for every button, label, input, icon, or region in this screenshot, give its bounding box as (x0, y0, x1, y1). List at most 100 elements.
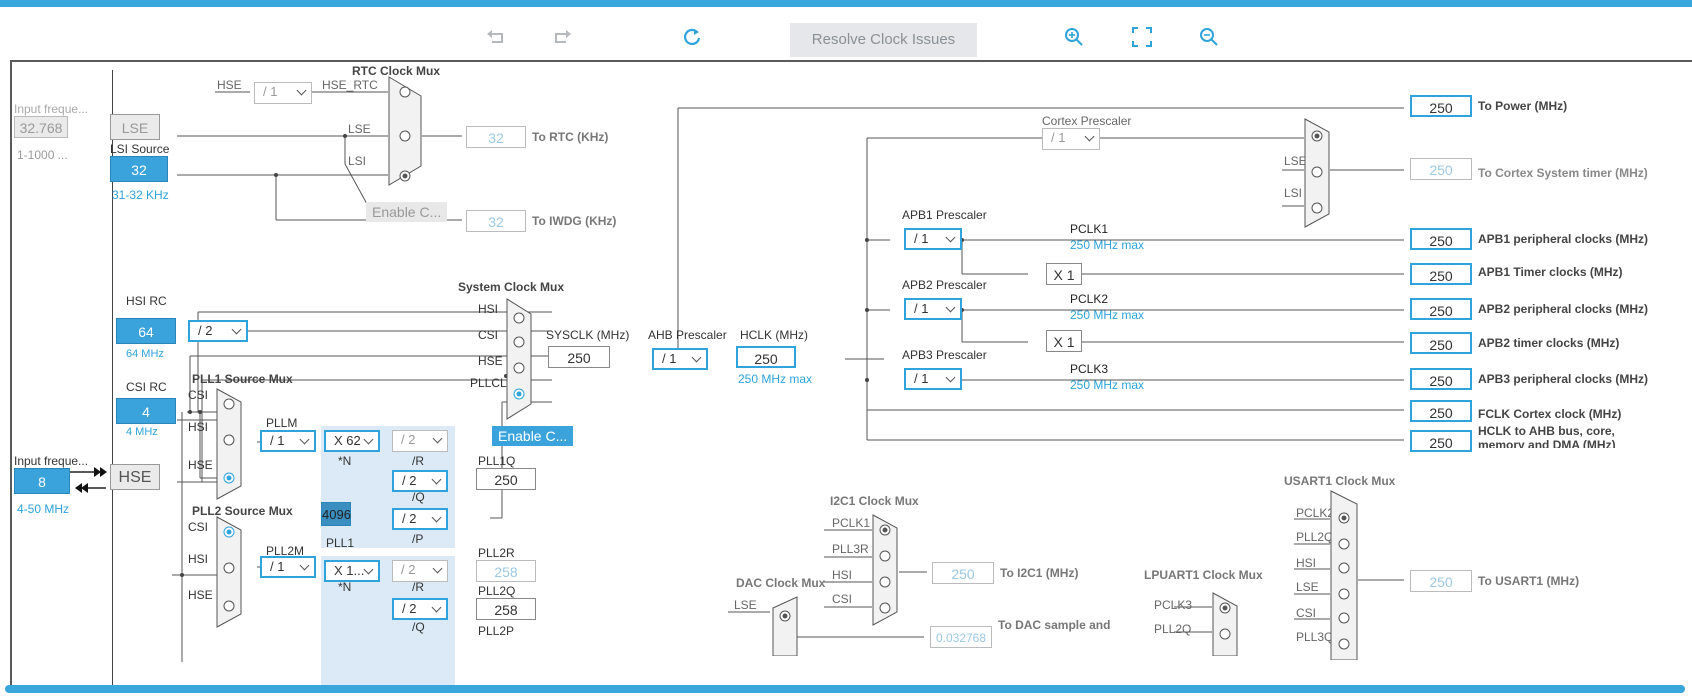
sysclk-enable-button[interactable]: Enable C... (492, 426, 574, 446)
rtc-hse-rtc-label: HSE_RTC (322, 78, 378, 92)
usart1-in-csi: CSI (1296, 606, 1317, 620)
i2c1-in-csi: CSI (832, 592, 853, 606)
pllm-label: PLLM (266, 416, 298, 430)
pll2-source-mux[interactable] (216, 516, 242, 628)
csi-source[interactable]: 4 (116, 398, 176, 424)
power-value[interactable]: 250 (1410, 95, 1472, 117)
hse-bidirectional-arrows (70, 467, 107, 493)
pll1-hse-label: HSE (188, 458, 213, 472)
iwdg-output-label: To IWDG (KHz) (532, 214, 617, 228)
hclk-value[interactable]: 250 (736, 346, 796, 368)
i2c1-in-pll3r: PLL3R (832, 542, 869, 556)
lse-source[interactable]: LSE (110, 114, 160, 140)
lpuart1-clock-mux[interactable] (1212, 592, 1238, 656)
top-accent-bar (0, 0, 1692, 7)
rtc-hse-divider[interactable]: / 1 (254, 82, 312, 104)
pll1-q-divider[interactable]: / 2 (392, 470, 448, 492)
lsi-source[interactable]: 32 (110, 156, 168, 182)
apb3-prescaler[interactable]: / 1 (904, 368, 962, 390)
sysmux-csi-label: CSI (478, 328, 499, 342)
apb2-timer-value[interactable]: 250 (1410, 332, 1472, 354)
pll2q-label: PLL2Q (478, 584, 516, 598)
pll2-hsi-label: HSI (188, 552, 209, 566)
pclk3-max-label: 250 MHz max (1070, 378, 1145, 392)
fclk-value[interactable]: 250 (1410, 400, 1472, 422)
power-label: To Power (MHz) (1478, 99, 1568, 113)
rtc-output-label: To RTC (KHz) (532, 130, 609, 144)
hse-source[interactable]: HSE (110, 464, 160, 490)
pll2-q-label: /Q (412, 620, 425, 634)
horizontal-scrollbar[interactable] (0, 685, 1692, 698)
resolve-clock-issues-button[interactable]: Resolve Clock Issues (790, 23, 977, 57)
lsi-source-label: LSI Source (110, 142, 170, 156)
pll1-fractional-field[interactable]: 4096 (321, 502, 351, 526)
apb1-peripheral-value[interactable]: 250 (1410, 228, 1472, 250)
pll1-source-mux[interactable] (216, 388, 242, 500)
cortex-lsi-label: LSI (1284, 186, 1303, 200)
pll2-r-divider[interactable]: / 2 (392, 560, 448, 582)
refresh-icon[interactable] (678, 23, 706, 51)
pll2-source-mux-title: PLL2 Source Mux (192, 504, 293, 518)
hclk-label: HCLK (MHz) (740, 328, 808, 342)
i2c1-output-label: To I2C1 (MHz) (1000, 566, 1079, 580)
pll1-r-divider[interactable]: / 2 (392, 430, 448, 452)
i2c1-clock-mux[interactable] (872, 514, 898, 626)
ahb-prescaler[interactable]: / 1 (652, 348, 708, 370)
pll2p-label: PLL2P (478, 624, 515, 638)
hclk-ahb-value[interactable]: 250 (1410, 430, 1472, 452)
sysmux-hsi-label: HSI (478, 302, 499, 316)
dac-output-value: 0.032768 (930, 626, 992, 648)
undo-icon[interactable] (482, 23, 510, 51)
pll1-p-divider[interactable]: / 2 (392, 508, 448, 530)
dac-output-label: To DAC sample and (998, 618, 1111, 632)
usart1-output-value: 250 (1410, 570, 1472, 592)
zoom-in-icon[interactable] (1060, 23, 1088, 51)
apb2-prescaler[interactable]: / 1 (904, 298, 962, 320)
apb1-timer-value[interactable]: 250 (1410, 263, 1472, 285)
zoom-out-icon[interactable] (1195, 23, 1223, 51)
hclk-max-label: 250 MHz max (738, 372, 813, 386)
cortex-prescaler[interactable]: / 1 (1042, 128, 1100, 150)
horizontal-scrollbar-thumb[interactable] (5, 685, 1685, 693)
pclk1-max-label: 250 MHz max (1070, 238, 1145, 252)
usart1-clock-mux[interactable] (1330, 490, 1358, 660)
rtc-clock-mux[interactable] (388, 76, 422, 186)
cortex-prescaler-label: Cortex Prescaler (1042, 114, 1132, 128)
hsi-source[interactable]: 64 (116, 318, 176, 344)
lpuart1-in-pclk3: PCLK3 (1154, 598, 1193, 612)
cortex-timer-mux[interactable] (1304, 118, 1330, 228)
usart1-mux-title: USART1 Clock Mux (1284, 474, 1396, 488)
pll1q-label: PLL1Q (478, 454, 516, 468)
clock-tree-canvas[interactable]: Input freque... 32.768 1-1000 ... LSE LS… (10, 60, 1692, 687)
pll1-n-multiplier[interactable]: X 62 (324, 430, 380, 452)
hsi-divider[interactable]: / 2 (188, 320, 248, 342)
lse-input-field[interactable]: 32.768 (14, 116, 68, 138)
system-clock-mux[interactable] (506, 298, 532, 420)
hse-input-field[interactable]: 8 (14, 468, 70, 494)
fit-screen-icon[interactable] (1128, 23, 1156, 51)
usart1-output-label: To USART1 (MHz) (1478, 574, 1580, 588)
lse-input-label: Input freque... (14, 102, 89, 116)
apb3-peripheral-value[interactable]: 250 (1410, 368, 1472, 390)
pll2-r-label: /R (412, 580, 424, 594)
hclk-ahb-label-line1: HCLK to AHB bus, core, (1478, 424, 1615, 438)
apb1-prescaler[interactable]: / 1 (904, 228, 962, 250)
cortex-lse-label: LSE (1284, 154, 1307, 168)
pll2-n-multiplier[interactable]: X 1... (324, 560, 380, 582)
apb1-prescaler-label: APB1 Prescaler (902, 208, 987, 222)
input-divider (112, 70, 113, 687)
pll1-source-mux-title: PLL1 Source Mux (192, 372, 293, 386)
pll2m-divider[interactable]: / 1 (260, 556, 316, 578)
cortex-timer-value: 250 (1410, 158, 1472, 180)
apb3-peripheral-label: APB3 peripheral clocks (MHz) (1478, 372, 1649, 386)
pll2r-value: 258 (476, 560, 536, 582)
lse-range-label: 1-1000 ... (17, 148, 68, 162)
toolbar: Resolve Clock Issues (0, 7, 1692, 60)
pll2-q-divider[interactable]: / 2 (392, 598, 448, 620)
i2c1-in-pclk1: PCLK1 (832, 516, 871, 530)
dac-clock-mux[interactable] (772, 596, 798, 656)
apb2-peripheral-value[interactable]: 250 (1410, 298, 1472, 320)
rtc-enable-button[interactable]: Enable C... (366, 202, 448, 222)
pllm-divider[interactable]: / 1 (260, 430, 316, 452)
redo-icon[interactable] (548, 23, 576, 51)
